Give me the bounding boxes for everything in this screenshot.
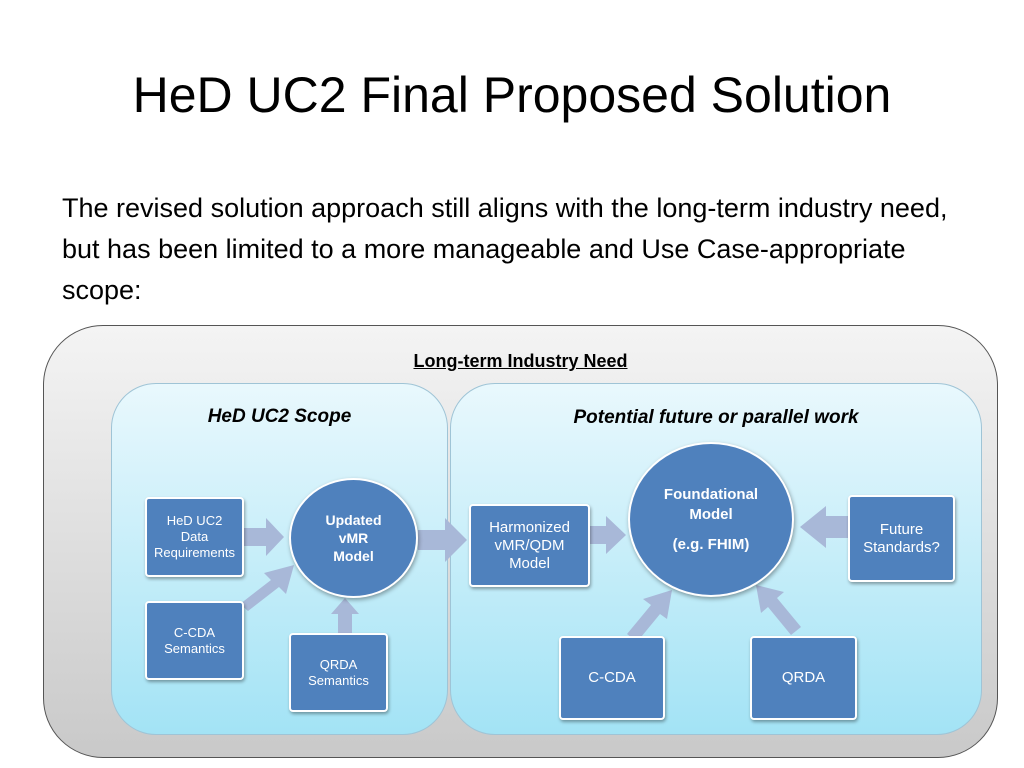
slide-title: HeD UC2 Final Proposed Solution: [132, 67, 892, 123]
hed-data-requirements-box: HeD UC2 Data Requirements: [145, 497, 244, 577]
qrda-box: QRDA: [750, 636, 857, 720]
foundational-model-label: Foundational Model: [663, 485, 759, 523]
arrow-harmonized-to-foundational: [590, 516, 626, 554]
ccda-semantics-box: C-CDA Semantics: [145, 601, 244, 680]
updated-vmr-model-node: Updated vMR Model: [289, 478, 418, 598]
arrow-qrda-to-vmr: [331, 598, 359, 633]
ccda-box: C-CDA: [559, 636, 665, 720]
slide-intro-text: The revised solution approach still alig…: [62, 193, 948, 305]
arrow-ccda-to-vmr: [240, 565, 294, 611]
future-work-title: Potential future or parallel work: [573, 407, 859, 428]
future-standards-box: Future Standards?: [848, 495, 955, 582]
arrow-vmr-to-harmonized: [418, 518, 467, 562]
qrda-semantics-box: QRDA Semantics: [289, 633, 388, 712]
arrow-qrda-to-foundational: [756, 585, 801, 635]
arrow-data-req-to-vmr: [243, 518, 284, 556]
hed-scope-title: HeD UC2 Scope: [207, 406, 352, 427]
foundational-model-node: Foundational Model (e.g. FHIM): [628, 442, 794, 597]
arrow-ccda-to-foundational: [627, 590, 672, 642]
harmonized-vmr-qdm-box: Harmonized vMR/QDM Model: [469, 504, 590, 587]
long-term-need-label: Long-term Industry Need: [413, 351, 628, 371]
foundational-model-example: (e.g. FHIM): [672, 535, 750, 553]
arrow-future-to-foundational: [800, 506, 849, 548]
